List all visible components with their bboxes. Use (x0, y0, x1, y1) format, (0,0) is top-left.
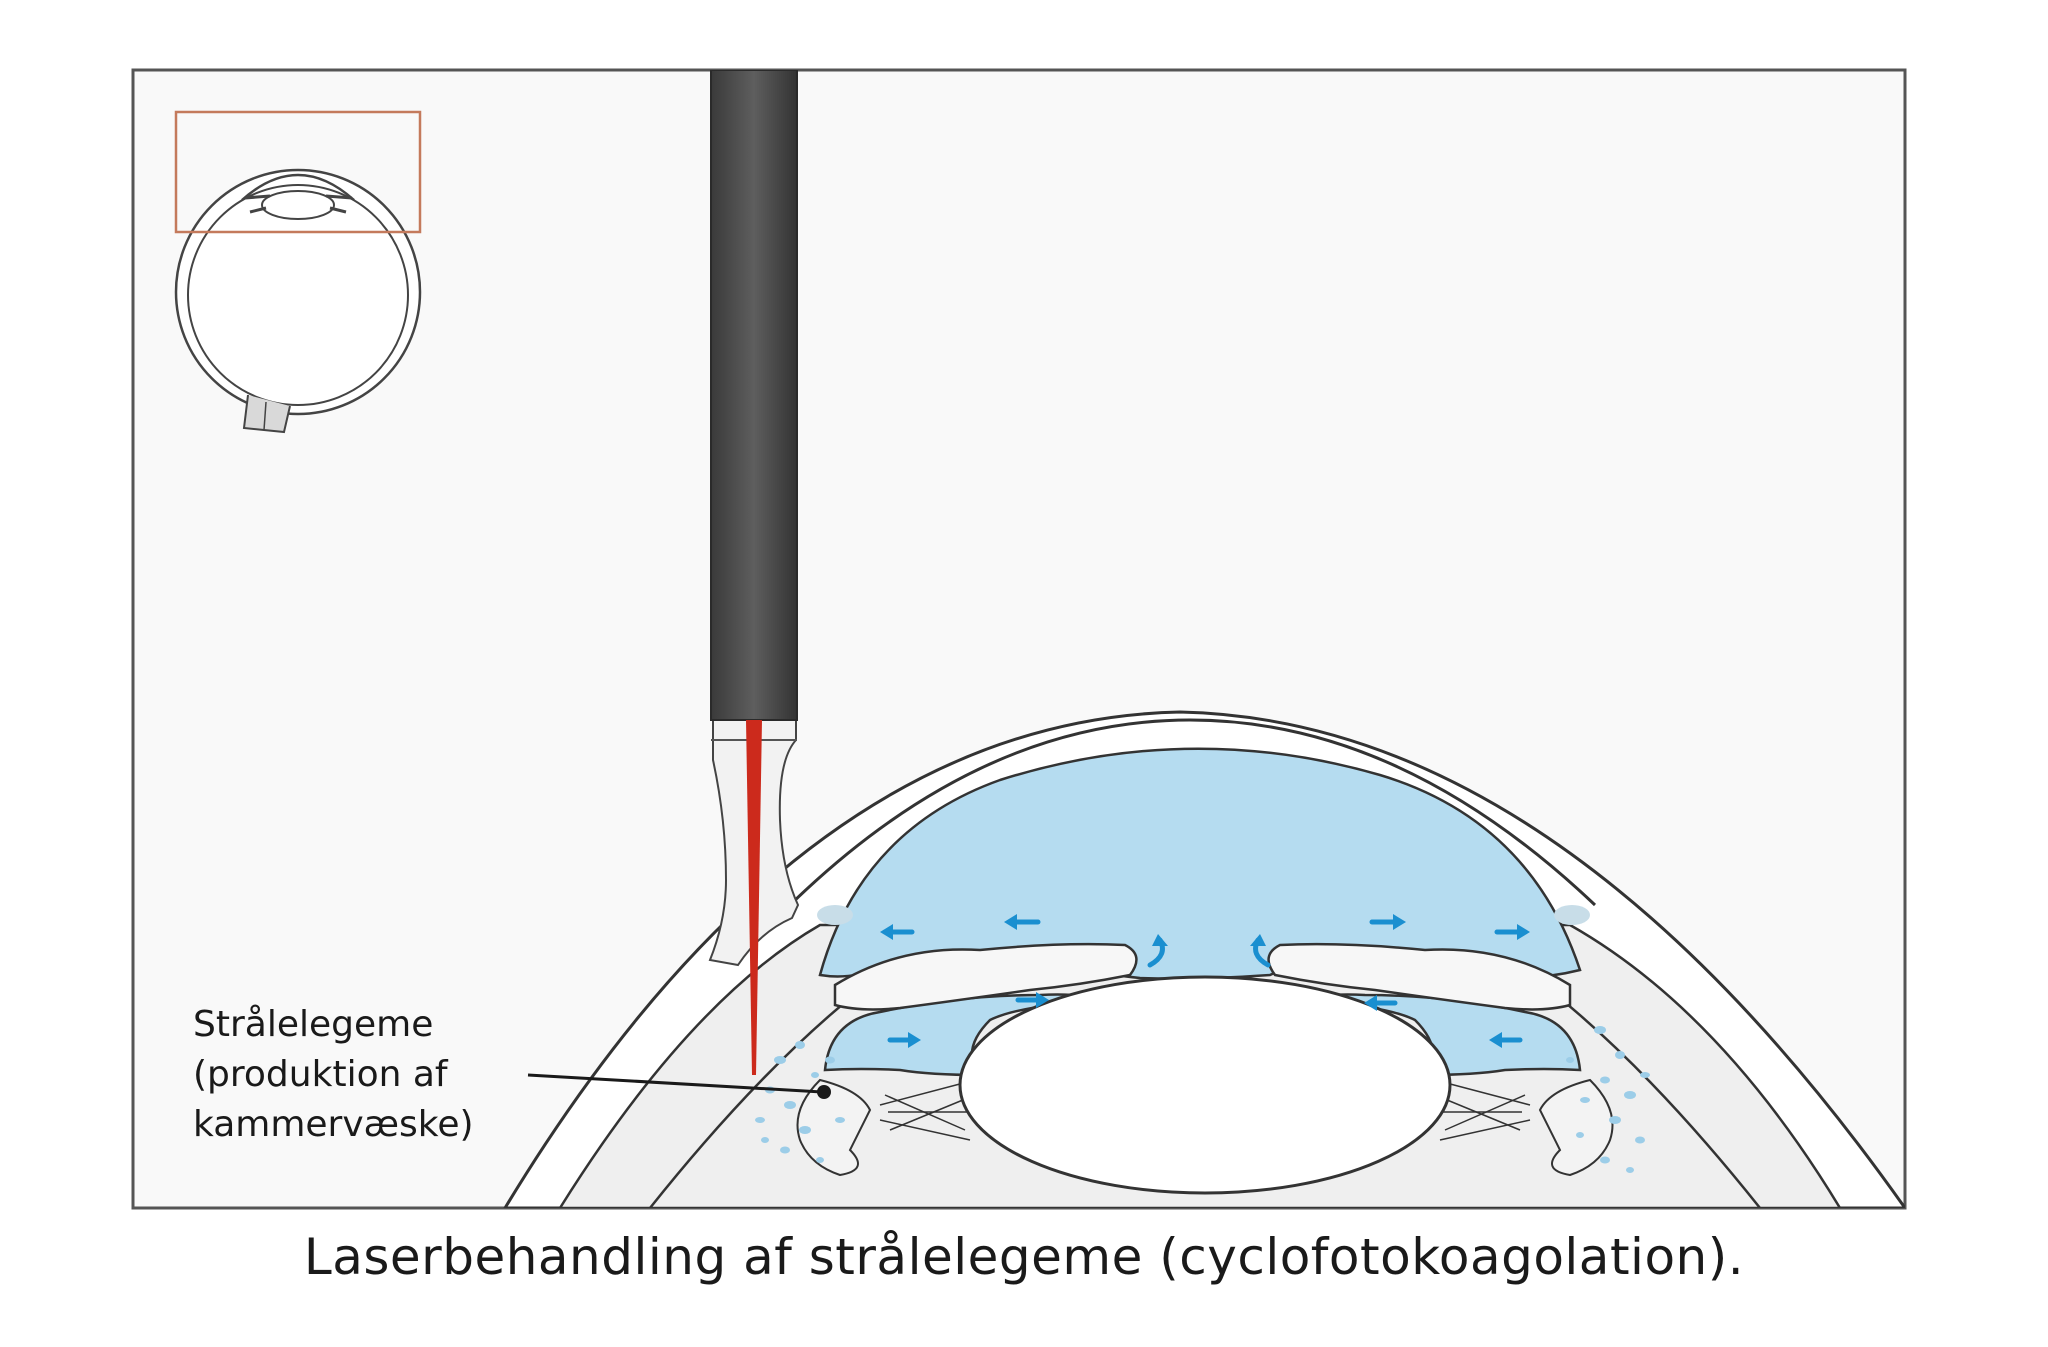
cornea (788, 718, 1597, 907)
inner-wall-arc (649, 989, 861, 1208)
inset-lens (261, 190, 335, 220)
laser-probe (710, 70, 798, 721)
label-line-2: (produktion af (193, 1054, 449, 1095)
label-line-3: kammervæske) (193, 1104, 474, 1145)
arrow-post-left-2 (1015, 992, 1049, 1008)
figure-caption: Laserbehandling af strålelegeme (cyclofo… (303, 1228, 1745, 1286)
arrow-pupil-right (1250, 934, 1271, 968)
laser-beam (746, 720, 762, 1075)
ciliary-body-label: Strålelegeme (produktion af kammervæske) (193, 1004, 474, 1145)
trabecular-meshwork-left (817, 905, 853, 925)
arrow-post-right-1 (1364, 995, 1398, 1011)
trabecular-meshwork-right (1554, 905, 1590, 925)
arrow-left-1 (880, 924, 915, 940)
lens (958, 975, 1452, 1195)
inner-wall-arc-right (1549, 989, 1761, 1208)
label-leader-line (527, 1073, 823, 1094)
arrow-right-1 (1369, 914, 1406, 930)
ciliary-body-right (1538, 1078, 1614, 1177)
iris-left (833, 942, 1138, 1011)
ciliary-body-left (796, 1078, 872, 1177)
inset-highlight-box (174, 110, 422, 234)
inset-iris (244, 194, 353, 214)
arrow-right-2 (1494, 924, 1530, 940)
arrow-left-2 (1004, 914, 1041, 930)
arrow-post-left-1 (887, 1032, 921, 1048)
arrow-post-right-2 (1489, 1032, 1523, 1048)
arrow-pupil-left (1147, 934, 1168, 968)
inset-eye-inner (187, 184, 409, 406)
inset-cornea (241, 173, 355, 201)
flow-arrows (880, 914, 1530, 1048)
label-pointer-dot (817, 1085, 831, 1099)
fluid-droplets-right (1566, 1026, 1650, 1173)
eye-overview-inset (174, 110, 422, 434)
inset-optic-nerve-line (263, 401, 267, 431)
iris-right (1267, 942, 1572, 1011)
label-line-1: Strålelegeme (193, 1004, 433, 1045)
